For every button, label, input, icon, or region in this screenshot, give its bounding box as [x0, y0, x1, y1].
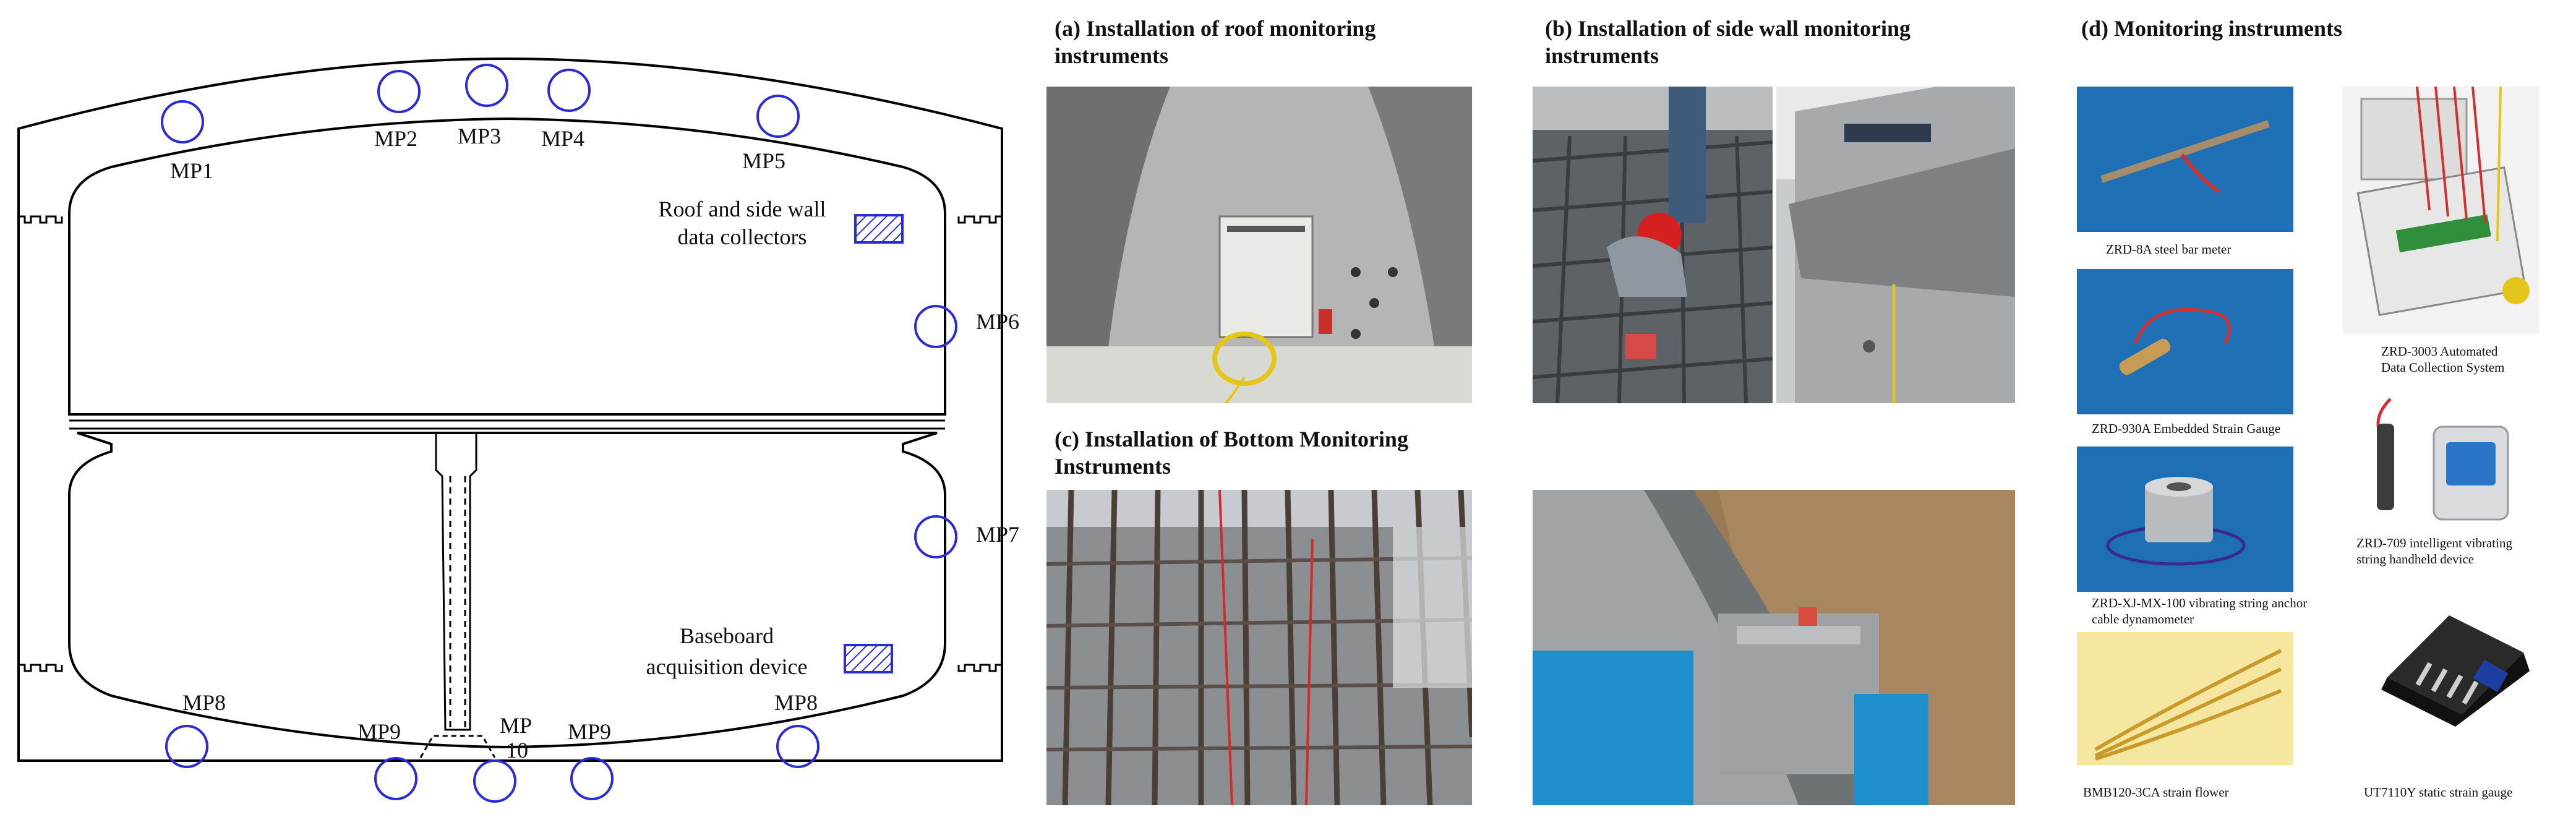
mp8-left-label: MP8	[182, 690, 226, 715]
mp9-left-marker	[374, 757, 417, 800]
mp7-label: MP7	[976, 522, 1019, 547]
column-base	[419, 735, 496, 758]
caption-static-strain-gauge: UT7110Y static strain gauge	[2364, 785, 2513, 800]
caption-embedded-strain-gauge: ZRD-930A Embedded Strain Gauge	[2092, 421, 2281, 436]
mp10-marker	[473, 759, 516, 803]
mp4-marker	[547, 69, 591, 112]
photo-bottom-rebar	[1046, 490, 1472, 805]
panel-c-title: (c) Installation of Bottom Monitoring In…	[1055, 427, 1408, 479]
mp1-label: MP1	[170, 158, 213, 183]
central-column	[435, 432, 477, 731]
photo-embedded-strain-gauge	[2077, 269, 2293, 414]
mp1-marker	[161, 100, 204, 143]
roof-collector-label-1: Roof and side wall	[659, 197, 826, 221]
mp8-right-label: MP8	[774, 690, 818, 715]
photo-side-wall-formwork	[1776, 87, 2015, 403]
girder-outer-outline	[17, 57, 1003, 762]
photo-handheld-device	[2353, 387, 2539, 526]
roof-collector-box	[854, 214, 904, 244]
photo-data-collection-system	[2343, 87, 2540, 334]
mp10-label-2: 10	[506, 738, 528, 763]
girder-wall-notches	[19, 215, 1002, 672]
mp5-label: MP5	[742, 148, 785, 173]
panel-d-title: (d) Monitoring instruments	[2081, 16, 2342, 41]
mp8-right-marker	[776, 725, 819, 768]
photo-bottom-formwork	[1533, 490, 2015, 805]
photo-anchor-dynamometer	[2077, 447, 2293, 592]
box-girder-cross-section: Roof and side wall data collectors Baseb…	[17, 57, 1019, 803]
caption-strain-flower: BMB120-3CA strain flower	[2083, 785, 2229, 800]
mp3-marker	[465, 64, 508, 107]
panel-b-title: (b) Installation of side wall monitoring…	[1545, 16, 1911, 68]
photo-strain-flower	[2077, 632, 2293, 765]
panel-a-title: (a) Installation of roof monitoring inst…	[1055, 16, 1376, 68]
baseboard-collector-box	[844, 644, 893, 673]
mp8-left-marker	[165, 725, 208, 768]
girder-bottom-cell	[68, 432, 946, 749]
mp6-label: MP6	[976, 309, 1019, 334]
caption-anchor-dynamometer: ZRD-XJ-MX-100 vibrating string anchor ca…	[2092, 596, 2308, 626]
mp4-label: MP4	[541, 126, 584, 151]
mp2-label: MP2	[374, 126, 417, 151]
mp9-left-label: MP9	[357, 719, 401, 744]
baseboard-collector-label-2: acquisition device	[646, 654, 808, 679]
caption-data-collection-system: ZRD-3003 Automated Data Collection Syste…	[2381, 344, 2505, 375]
caption-steel-bar-meter: ZRD-8A steel bar meter	[2106, 242, 2232, 257]
mp5-marker	[756, 95, 800, 138]
baseboard-collector-label-1: Baseboard	[680, 623, 774, 648]
mp9-right-label: MP9	[568, 719, 611, 744]
mp6-marker	[914, 305, 957, 348]
mp3-label: MP3	[458, 124, 501, 148]
photo-steel-bar-meter	[2077, 87, 2293, 232]
mp10-label-1: MP	[500, 713, 532, 738]
photo-side-wall-rebar	[1533, 87, 1773, 403]
mp2-marker	[377, 70, 421, 113]
roof-collector-label-2: data collectors	[678, 224, 807, 249]
mp7-marker	[914, 515, 957, 558]
photo-roof-installation	[1046, 87, 1472, 403]
girder-top-cell	[68, 117, 946, 416]
caption-handheld-device: ZRD-709 intelligent vibrating string han…	[2356, 536, 2512, 566]
mp9-right-marker	[570, 757, 614, 800]
photo-static-strain-gauge	[2363, 603, 2539, 770]
